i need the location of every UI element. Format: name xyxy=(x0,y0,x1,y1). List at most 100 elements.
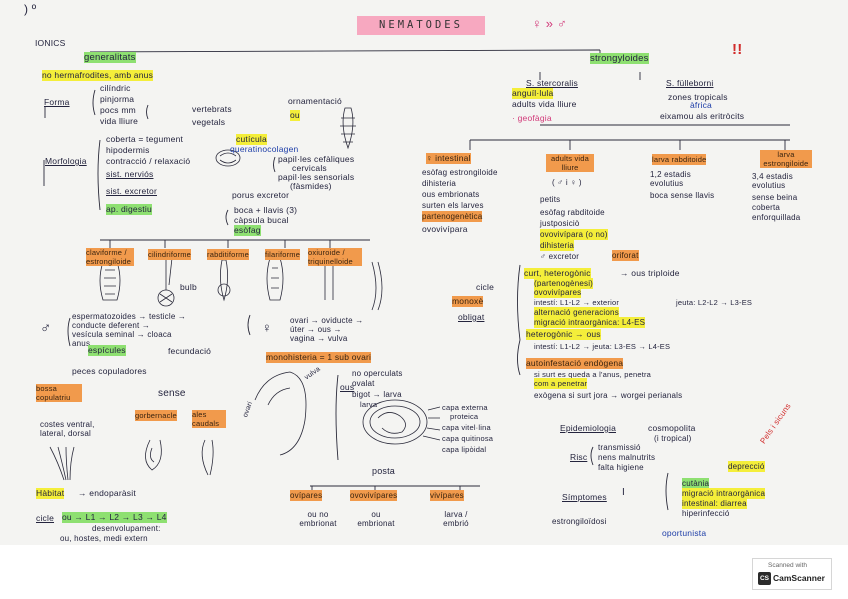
risc-item: falta higiene xyxy=(598,463,644,472)
gorbernacle-label: gorbernacle xyxy=(135,410,177,421)
cicle-label-right: cicle xyxy=(476,282,495,292)
morfologia-label: Morfologia xyxy=(45,156,87,166)
female-intestinal-item: partenogenètica xyxy=(422,211,483,222)
bossa-copulatriu-label: bossa copulatriu xyxy=(36,384,82,402)
sist-excretor-text: sist. excretor xyxy=(106,186,157,196)
exogena-label: exògena si surt jora → worgei perianals xyxy=(534,391,683,400)
posta-result: larva / embrió xyxy=(443,510,469,528)
partenogenesi-label: (partenogènesi) xyxy=(534,278,594,289)
egg-layer: capa lipòidal xyxy=(442,445,487,454)
forma-item: pinjorma xyxy=(100,94,135,104)
porus-excretor-text: porus excretor xyxy=(232,190,290,200)
sense-label: sense xyxy=(158,388,186,399)
monoxe-label: monoxè xyxy=(452,296,484,307)
posta-type: ovípares xyxy=(290,490,323,501)
fecundacio-label: fecundació xyxy=(168,346,212,356)
migracio-label: migració intraorgànica: L4-ES xyxy=(534,317,646,328)
habitat-value: → endoparàsit xyxy=(78,488,136,498)
contraccio-text: contracció / relaxació xyxy=(106,156,191,166)
alternant-label: alternació generacions xyxy=(534,307,619,318)
forma-label: Forma xyxy=(44,97,70,107)
ous-item: larva xyxy=(360,400,378,409)
sist-nervios-text: sist. nerviós xyxy=(106,169,154,179)
bossa-items: costes ventral, lateral, dorsal xyxy=(40,420,95,438)
male-symbol: ♂ xyxy=(40,320,52,337)
ous-item: ovalat xyxy=(352,379,375,388)
adults-item: oriforat xyxy=(612,250,639,261)
female-tract-line: úter → ous → xyxy=(290,325,342,334)
female-symbol: ♀ xyxy=(262,320,272,335)
hosts-label: ou, hostes, medi extern xyxy=(60,534,148,543)
ous-label: ous xyxy=(340,382,355,392)
ornamentacio-label: ornamentació xyxy=(288,96,342,106)
egg-layer: capa vitel·lina xyxy=(442,423,491,432)
egg-layer: capa externa xyxy=(442,403,488,412)
espicules-label: espícules xyxy=(88,345,126,356)
queratinocolagen-text: queratinocolagen xyxy=(230,144,299,154)
ionics-label: IONICS xyxy=(35,38,66,48)
peces-copuladores-label: peces copuladores xyxy=(72,366,147,376)
ous-item: bigot → larva xyxy=(352,390,402,399)
corner-mark: ) º xyxy=(24,2,37,16)
cicle-steps: ou → L1 → L2 → L3 → L4 xyxy=(62,512,167,523)
intestinal-l1-label: intestí: L1-L2 → exterior xyxy=(534,298,620,307)
ou-label: ou xyxy=(290,110,300,121)
male-tract-line: espermatozoides → testicle → xyxy=(72,312,187,321)
anguillula-label: anguíl·lula xyxy=(512,88,554,99)
camscanner-name: CamScanner xyxy=(773,573,825,583)
autoinfestacio-label: autoinfestació endògena xyxy=(526,358,624,369)
forma-item: vida lliure xyxy=(100,116,139,126)
female-intestinal-item: ous embrionats xyxy=(422,190,480,199)
male-tract-line: vesícula seminal → cloaca xyxy=(72,330,172,339)
desenvolupament-label: desenvolupament: xyxy=(92,524,161,533)
risc-item: nens malnutrits xyxy=(598,453,656,462)
female-intestinal-item: surten els larves xyxy=(422,201,484,210)
female-intestinal-item: dihisteria xyxy=(422,179,457,188)
forma-item: pocs mm xyxy=(100,105,136,115)
ous-item: no operculats xyxy=(352,369,403,378)
larva-estrongiloide-box: larva estrongiloide xyxy=(760,150,812,168)
simptoma-item: cutània xyxy=(682,478,710,489)
ap-digestiu-text: ap. digestiu xyxy=(106,204,152,215)
esofag-type: rabditiforme xyxy=(207,249,249,260)
female-tract-line: vagina → vulva xyxy=(290,334,348,343)
esofag-type: cilindriforme xyxy=(148,249,192,260)
hand-drawn-lines xyxy=(43,49,790,511)
posta-type: vivípares xyxy=(430,490,464,501)
generalitats-heading: generalitats xyxy=(84,52,136,63)
egg-layer: capa quitinosa xyxy=(442,434,494,443)
ovovivipares-label: ovovivípares xyxy=(534,287,582,298)
female-intestinal-box: ♀ intestinal xyxy=(426,153,471,164)
camscanner-badge: Scanned with CS CamScanner xyxy=(752,558,832,590)
epidemiologia-note: (i tropical) xyxy=(654,434,692,443)
esofag-type: filariforme xyxy=(265,249,301,260)
monohisteria-label: monohisteria = 1 sub ovari xyxy=(266,352,372,363)
scanned-with-text: Scanned with xyxy=(768,562,808,569)
larva-estrongiloide-item: sense beina xyxy=(752,193,798,202)
s-stercoralis-label: S. stercoralis xyxy=(526,78,578,88)
si-surt-label: si surt es queda a l'anus, penetra xyxy=(534,370,652,379)
zones-tropicals-label: zones tropicals xyxy=(668,92,728,102)
strongyloides-heading: strongyloides xyxy=(590,53,649,64)
bulb-label: bulb xyxy=(180,282,197,292)
male-tract-line: anus xyxy=(72,339,91,348)
egg-layer: proteica xyxy=(450,412,479,421)
papilles-sensorials-text: papil·les sensorials xyxy=(278,172,355,182)
notes-sheet: ) º NEMATODES ♀ » ♂ IONICS generalitats … xyxy=(0,0,848,545)
curt-heterogonic-label: curt, heterogònic xyxy=(524,268,591,279)
adults-item: justposiciò xyxy=(540,219,580,228)
simptomes-bracket: I xyxy=(622,487,625,498)
exclaim-mark: !! xyxy=(732,41,743,58)
ovovivipara-label: ovovivípara xyxy=(422,224,468,234)
page-title: NEMATODES xyxy=(357,16,485,35)
larva-estrongiloide-item: 3,4 estadis evolutius xyxy=(752,172,793,190)
simptoma-item: intestinal: diarrea xyxy=(682,498,747,509)
obligat-label: obligat xyxy=(458,312,485,322)
vegetals-label: vegetals xyxy=(192,117,226,127)
larva-rabditoide-item: 1,2 estadis evolutius xyxy=(650,170,691,188)
cicle-label: cicle xyxy=(36,513,55,523)
camscanner-logo-icon: CS xyxy=(758,572,771,585)
deprecio-label: deprecció xyxy=(728,461,765,472)
adults-item: petits xyxy=(540,195,561,204)
posta-label: posta xyxy=(372,466,396,476)
